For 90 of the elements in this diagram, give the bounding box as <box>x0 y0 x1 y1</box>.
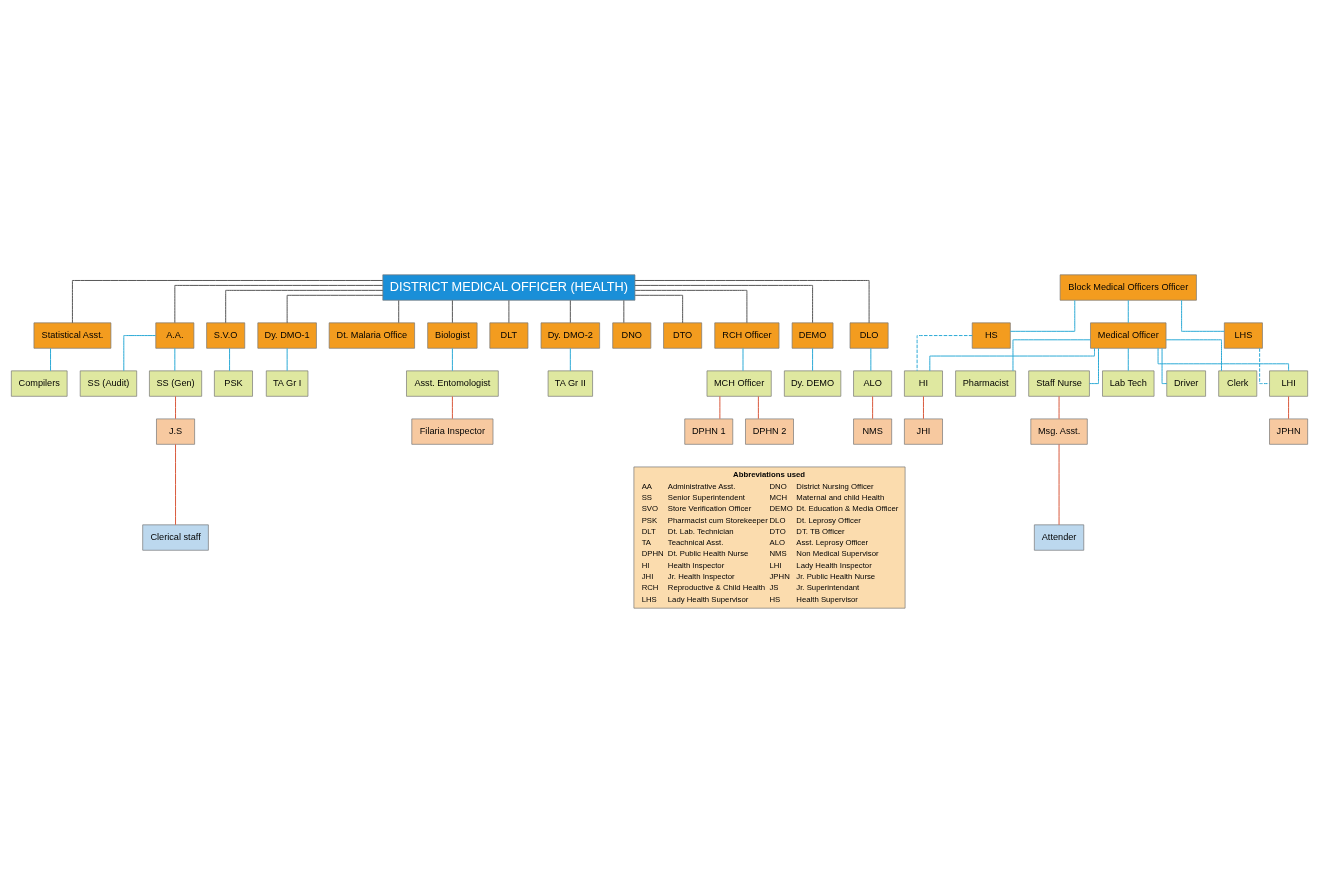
connector <box>870 347 872 372</box>
node-box: Attender <box>1034 524 1085 551</box>
connector <box>451 395 453 420</box>
node-box: JHI <box>904 418 943 445</box>
connector <box>451 347 453 372</box>
node-box: Filaria Inspector <box>411 418 494 445</box>
connector <box>1127 347 1129 372</box>
node-box: NMS <box>853 418 893 445</box>
connector <box>634 294 684 324</box>
node-box: Dy. DEMO <box>783 370 842 397</box>
node-box: Dt. Malaria Office <box>328 322 415 349</box>
node-box: HS <box>971 322 1011 349</box>
node-box: ALO <box>853 370 893 397</box>
connector <box>872 395 874 420</box>
node-box: Driver <box>1166 370 1206 397</box>
connector <box>1058 395 1060 420</box>
connector <box>569 299 571 324</box>
node-box: DLO <box>849 322 889 349</box>
connector <box>1288 395 1290 420</box>
connector <box>508 299 510 324</box>
connector <box>123 335 157 372</box>
connector <box>929 347 1095 372</box>
node-box: Medical Officer <box>1090 322 1167 349</box>
connector <box>812 347 814 372</box>
connector <box>1012 339 1091 372</box>
node-box: DTO <box>663 322 703 349</box>
connector <box>229 347 231 372</box>
connector <box>174 284 384 324</box>
node-box: TA Gr II <box>547 370 593 397</box>
connector <box>175 395 177 420</box>
node-box: Abbreviations used AA Administrative Asst. DNO District Nursing Officer SS Senior Superintendent MCH Maternal and child Health SVO Store Verification Officer DEMO Dt. Education & Media Officer PSK Pharmacist cum Storekeeper DLO Dt. Leprosy Officer DLT Dt. Lab. Technician DTO DT. TB Officer TA Teachnical Asst. ALO Asst. Leprosy Officer DPHN Dt. Public Health Nurse NMS Non Medical Supervisor HI Health Inspector LHI Lady Health Inspector JHI Jr. Health Inspector JPHN Jr. Public Health Nurse RCH Reproductive & Child Health JS Jr. Superintendant LHS Lady Health Supervisor HS Health Supervisor <box>633 466 906 609</box>
connector <box>175 443 177 526</box>
node-box: Block Medical Officers Officer <box>1059 274 1197 301</box>
node-box: Statistical Asst. <box>33 322 112 349</box>
node-box: Asst. Entomologist <box>406 370 499 397</box>
connector <box>1009 299 1076 332</box>
node-box: Biologist <box>427 322 478 349</box>
node-box: TA Gr I <box>265 370 309 397</box>
node-box: DISTRICT MEDICAL OFFICER (HEALTH) <box>382 274 636 301</box>
node-box: RCH Officer <box>714 322 780 349</box>
node-box: Staff Nurse <box>1028 370 1090 397</box>
connector <box>71 279 384 324</box>
node-box: S.V.O <box>206 322 246 349</box>
connector <box>569 347 571 372</box>
connector <box>634 289 748 324</box>
node-box: PSK <box>214 370 253 397</box>
node-box: HI <box>904 370 943 397</box>
node-box: Dy. DMO-1 <box>257 322 317 349</box>
connector <box>1181 299 1225 332</box>
node-box: Compilers <box>11 370 68 397</box>
connector <box>1165 339 1222 372</box>
connector <box>634 284 814 324</box>
node-box: LHS <box>1223 322 1263 349</box>
connector <box>1127 299 1129 324</box>
connector <box>50 347 52 372</box>
connector <box>1058 443 1060 526</box>
node-box: JPHN <box>1269 418 1308 445</box>
connector <box>1089 347 1099 385</box>
node-box: A.A. <box>155 322 195 349</box>
connector <box>398 299 400 324</box>
connector <box>1259 347 1270 385</box>
node-box: LHI <box>1269 370 1308 397</box>
connector <box>451 299 453 324</box>
connector <box>916 335 973 372</box>
connector <box>286 347 288 372</box>
node-box: DLT <box>489 322 529 349</box>
node-box: DEMO <box>791 322 834 349</box>
connector <box>634 279 870 324</box>
node-box: SS (Gen) <box>149 370 203 397</box>
node-box: DNO <box>612 322 652 349</box>
connector <box>1161 347 1168 385</box>
connector <box>286 294 384 324</box>
node-box: Clerk <box>1218 370 1258 397</box>
connector <box>757 395 759 420</box>
node-box: Pharmacist <box>955 370 1016 397</box>
connector <box>922 395 924 420</box>
node-box: Dy. DMO-2 <box>540 322 600 349</box>
node-box: Lab Tech <box>1102 370 1155 397</box>
connector <box>719 395 721 420</box>
node-box: MCH Officer <box>706 370 772 397</box>
node-box: SS (Audit) <box>79 370 138 397</box>
connector <box>1157 347 1290 372</box>
connector <box>174 347 176 372</box>
connector <box>225 289 384 324</box>
node-box: DPHN 1 <box>684 418 734 445</box>
node-box: J.S <box>156 418 195 445</box>
node-box: DPHN 2 <box>745 418 794 445</box>
node-box: Clerical staff <box>142 524 209 551</box>
connector <box>623 299 625 324</box>
node-box: Msg. Asst. <box>1030 418 1088 445</box>
